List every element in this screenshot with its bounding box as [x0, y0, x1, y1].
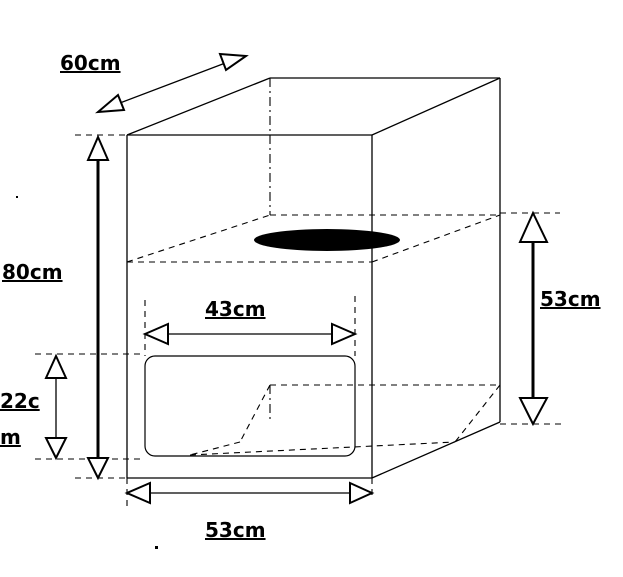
- shelf-plane: [126, 214, 501, 263]
- extension-lines: [35, 134, 565, 510]
- dimension-width: [124, 481, 375, 505]
- label-height: 80cm: [2, 260, 63, 284]
- dimension-depth: [95, 52, 249, 114]
- door-opening: [144, 355, 356, 457]
- dimension-height: [86, 134, 110, 481]
- stray-mark: [155, 546, 158, 549]
- label-door-height-bottom: m: [0, 425, 21, 449]
- cabinet-outline: [126, 77, 501, 479]
- lower-compartment: [189, 384, 501, 456]
- label-door-height-top: 22c: [0, 389, 40, 413]
- stray-mark: [16, 196, 18, 198]
- dimension-right-height: [518, 210, 549, 427]
- label-inner-width: 43cm: [205, 297, 266, 321]
- shelf-hole: [254, 229, 400, 251]
- label-width: 53cm: [205, 518, 266, 542]
- dimension-inner-width: [142, 322, 358, 346]
- label-right-height: 53cm: [540, 287, 601, 311]
- dimension-door-height: [44, 353, 68, 461]
- label-depth: 60cm: [60, 51, 121, 75]
